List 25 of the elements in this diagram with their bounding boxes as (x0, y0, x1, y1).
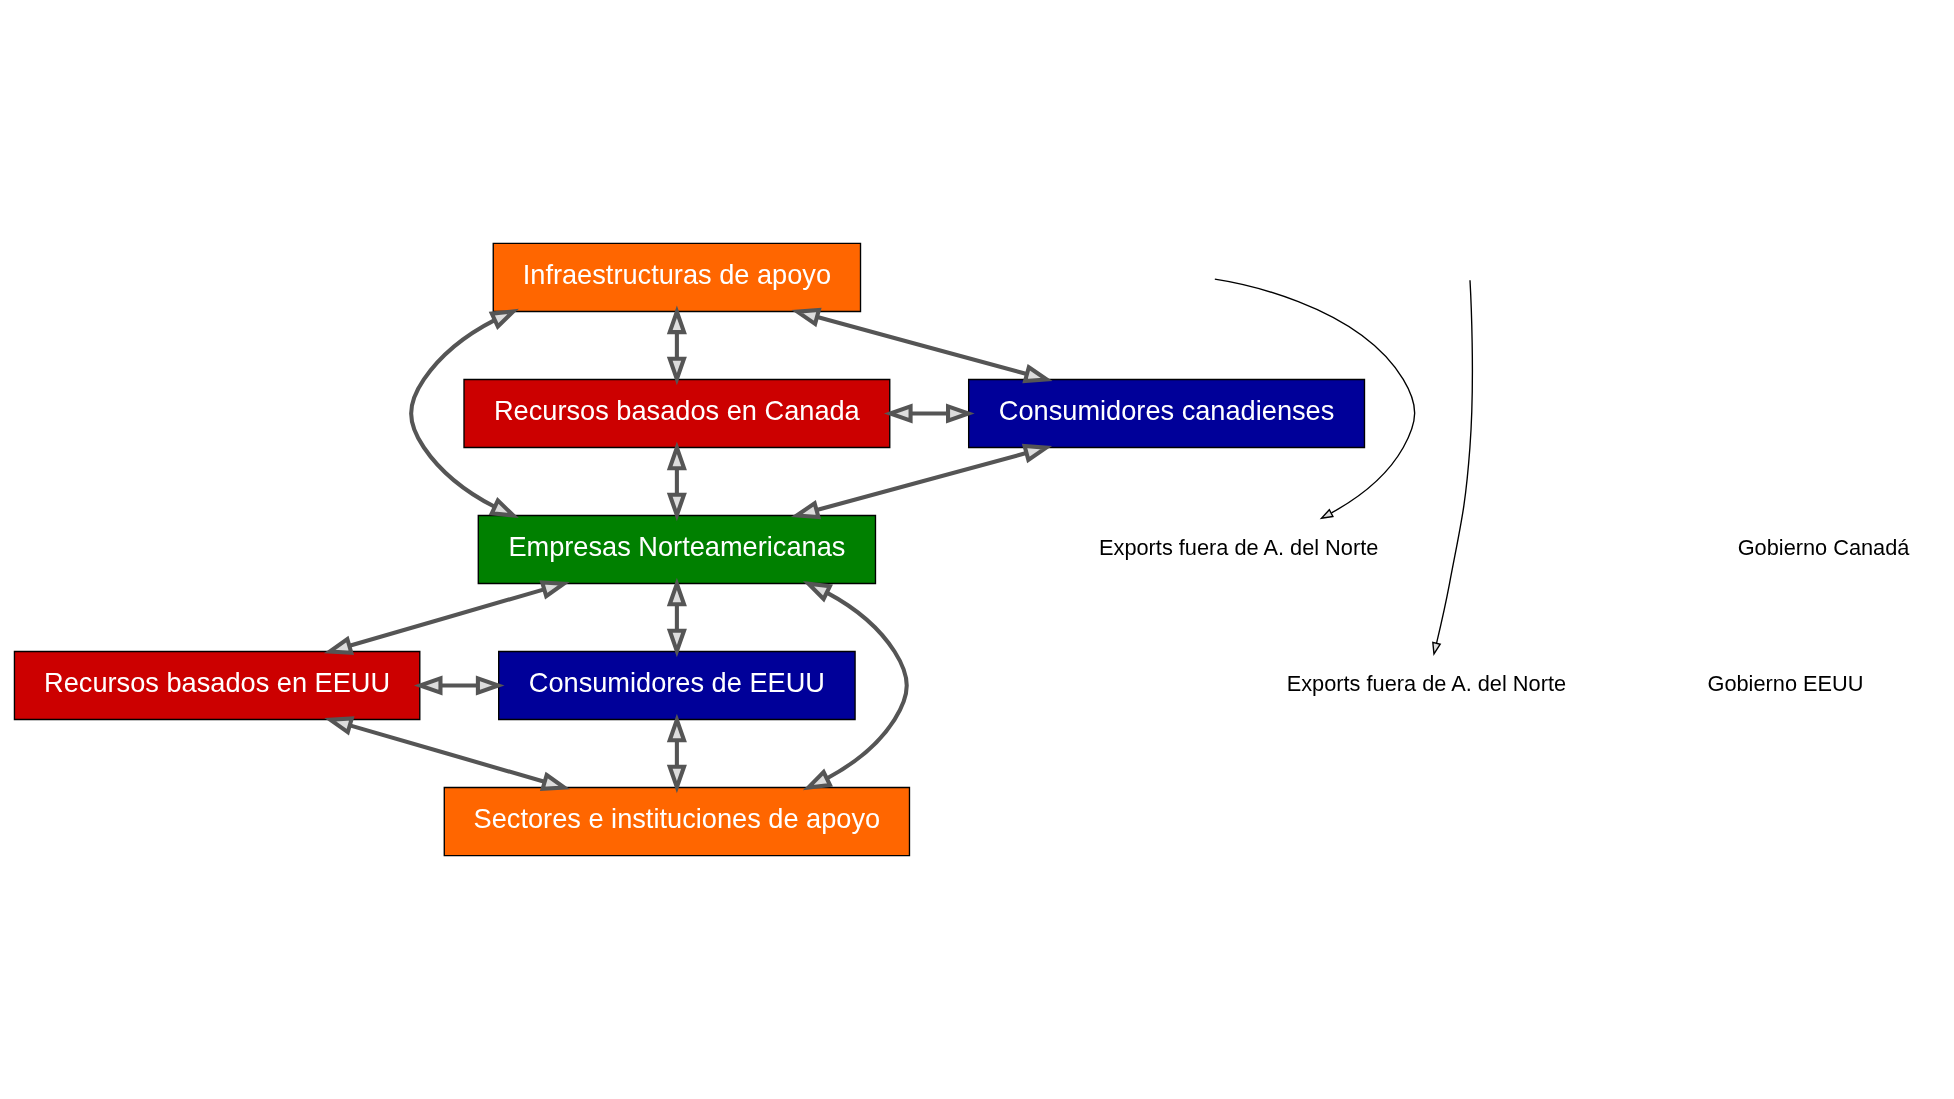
node-box: Sectores e instituciones de apoyo (443, 786, 910, 857)
node-box: Infraestructuras de apoyo (492, 242, 861, 313)
arrow (666, 713, 687, 794)
arrow (408, 308, 519, 519)
node-box: Consumidores de EEUU (497, 650, 856, 721)
node-box: Empresas Norteamericanas (477, 514, 876, 585)
arrow (666, 305, 687, 386)
arrow (790, 307, 1053, 384)
arrow (323, 716, 570, 791)
arrow (1213, 278, 1415, 520)
node-text: Exports fuera de A. del Norte (1286, 670, 1566, 696)
arrow (666, 441, 687, 522)
arrow (802, 580, 909, 791)
arrow (413, 675, 504, 696)
node-text: Exports fuera de A. del Norte (1098, 534, 1378, 560)
node-box: Recursos basados en EEUU (13, 650, 420, 721)
arrow (1431, 279, 1473, 656)
arrow (790, 443, 1052, 520)
node-box: Consumidores canadienses (967, 378, 1365, 449)
label: Gobierno EEUU (1707, 670, 1863, 696)
node-box: Recursos basados en Canada (462, 378, 890, 449)
arrow (666, 577, 687, 658)
label: Gobierno Canadá (1737, 534, 1909, 560)
arrow (883, 403, 975, 424)
arrow (323, 580, 570, 655)
